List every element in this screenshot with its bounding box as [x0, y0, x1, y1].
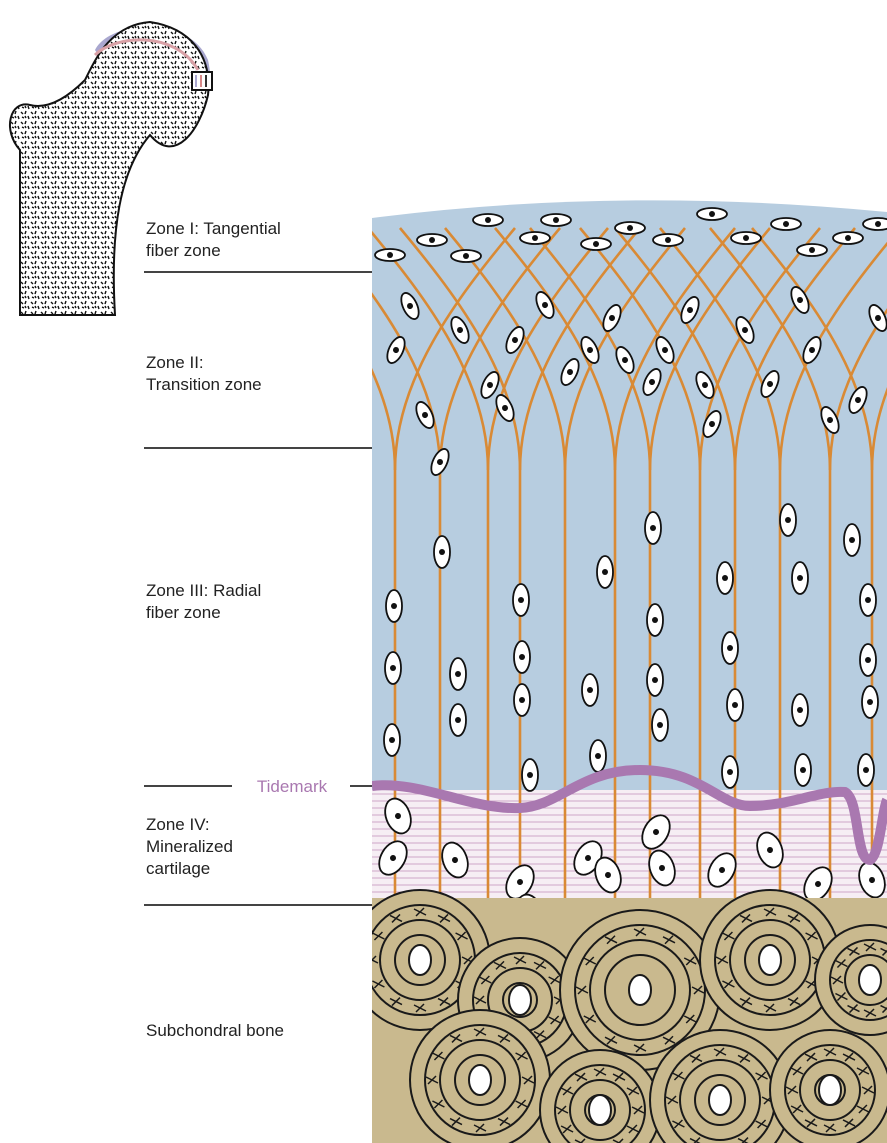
chondrocyte	[514, 684, 530, 716]
chondrocyte	[727, 689, 743, 721]
chondrocyte	[792, 562, 808, 594]
chondrocyte	[590, 740, 606, 772]
chondrocyte	[860, 584, 876, 616]
chondrocyte	[597, 556, 613, 588]
tidemark-label: Tidemark	[257, 777, 328, 796]
chondrocyte	[792, 694, 808, 726]
chondrocyte	[697, 208, 727, 220]
chondrocyte	[513, 584, 529, 616]
chondrocyte	[780, 504, 796, 536]
chondrocyte	[717, 562, 733, 594]
zone4-label: Zone IV: Mineralized cartilage	[146, 814, 233, 880]
chondrocyte	[833, 232, 863, 244]
zone2-label: Zone II: Transition zone	[146, 352, 262, 396]
chondrocyte	[731, 232, 761, 244]
chondrocyte	[417, 234, 447, 246]
chondrocyte	[522, 759, 538, 791]
chondrocyte	[581, 238, 611, 250]
chondrocyte	[615, 222, 645, 234]
chondrocyte	[797, 244, 827, 256]
chondrocyte	[386, 590, 402, 622]
chondrocyte	[647, 604, 663, 636]
chondrocyte	[647, 664, 663, 696]
osteons	[350, 890, 887, 1143]
chondrocyte	[722, 756, 738, 788]
zone3-label: Zone III: Radial fiber zone	[146, 580, 261, 624]
chondrocyte	[645, 512, 661, 544]
chondrocyte	[451, 250, 481, 262]
chondrocyte	[473, 214, 503, 226]
chondrocyte	[722, 632, 738, 664]
chondrocyte	[520, 232, 550, 244]
subchondral-label: Subchondral bone	[146, 1020, 284, 1042]
chondrocyte	[863, 218, 887, 230]
chondrocyte	[375, 249, 405, 261]
chondrocyte	[860, 644, 876, 676]
chondrocyte	[384, 724, 400, 756]
osteon	[770, 1030, 887, 1143]
chondrocyte	[862, 686, 878, 718]
chondrocyte	[541, 214, 571, 226]
chondrocyte	[652, 709, 668, 741]
chondrocyte	[514, 641, 530, 673]
chondrocyte	[844, 524, 860, 556]
zone1-label: Zone I: Tangential fiber zone	[146, 218, 281, 262]
chondrocyte	[582, 674, 598, 706]
chondrocyte	[795, 754, 811, 786]
chondrocyte	[385, 652, 401, 684]
chondrocyte	[858, 754, 874, 786]
chondrocyte	[771, 218, 801, 230]
chondrocyte	[434, 536, 450, 568]
chondrocyte	[653, 234, 683, 246]
osteon	[410, 1010, 550, 1143]
chondrocyte	[450, 658, 466, 690]
cartilage-matrix	[372, 180, 887, 820]
chondrocyte	[450, 704, 466, 736]
